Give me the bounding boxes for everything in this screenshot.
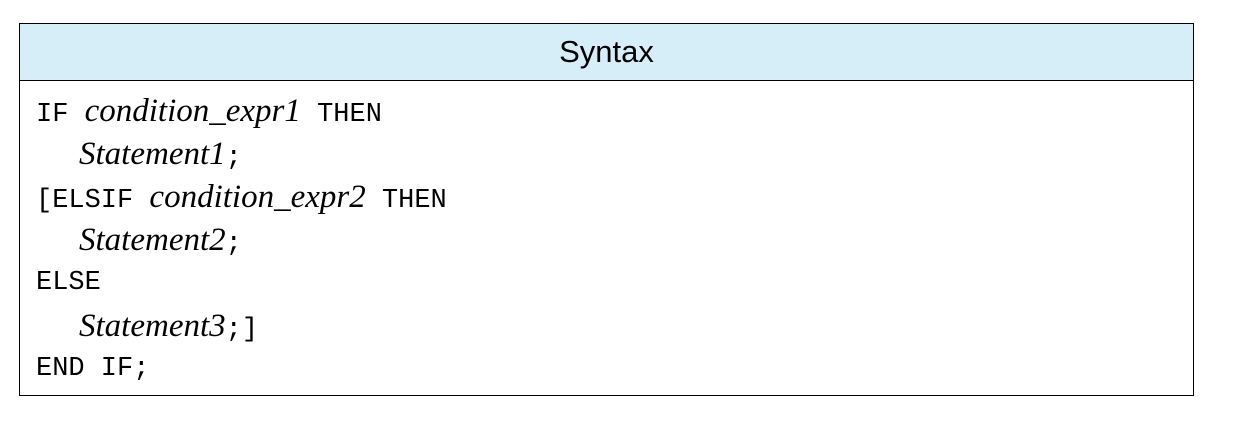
keyword-elsif: [ELSIF xyxy=(36,186,150,216)
syntax-title: Syntax xyxy=(559,34,654,69)
keyword-then: THEN xyxy=(365,186,447,216)
statement1: Statement1 xyxy=(79,136,226,172)
syntax-header: Syntax xyxy=(20,24,1193,81)
semicolon: ; xyxy=(225,143,242,173)
code-line-statement1: Statement1; xyxy=(36,133,1193,176)
statement2: Statement2 xyxy=(79,222,226,258)
syntax-box: Syntax IF condition_expr1 THEN Statement… xyxy=(19,23,1194,396)
code-line-statement2: Statement2; xyxy=(36,219,1193,262)
code-line-statement3: Statement3;] xyxy=(36,305,1193,348)
code-line-else: ELSE xyxy=(36,262,1193,305)
statement3: Statement3 xyxy=(79,308,226,344)
keyword-then: THEN xyxy=(300,100,382,130)
semicolon-bracket: ;] xyxy=(225,315,259,345)
code-line-elsif: [ELSIF condition_expr2 THEN xyxy=(36,176,1193,219)
syntax-code-block: IF condition_expr1 THEN Statement1; [ELS… xyxy=(20,81,1193,391)
keyword-if: IF xyxy=(36,100,85,130)
semicolon: ; xyxy=(225,229,242,259)
code-line-end-if: END IF; xyxy=(36,348,1193,391)
condition-expr1: condition_expr1 xyxy=(84,93,301,129)
keyword-end-if: END IF; xyxy=(36,354,150,384)
keyword-else: ELSE xyxy=(36,268,101,298)
condition-expr2: condition_expr2 xyxy=(149,179,366,215)
code-line-if: IF condition_expr1 THEN xyxy=(36,90,1193,133)
